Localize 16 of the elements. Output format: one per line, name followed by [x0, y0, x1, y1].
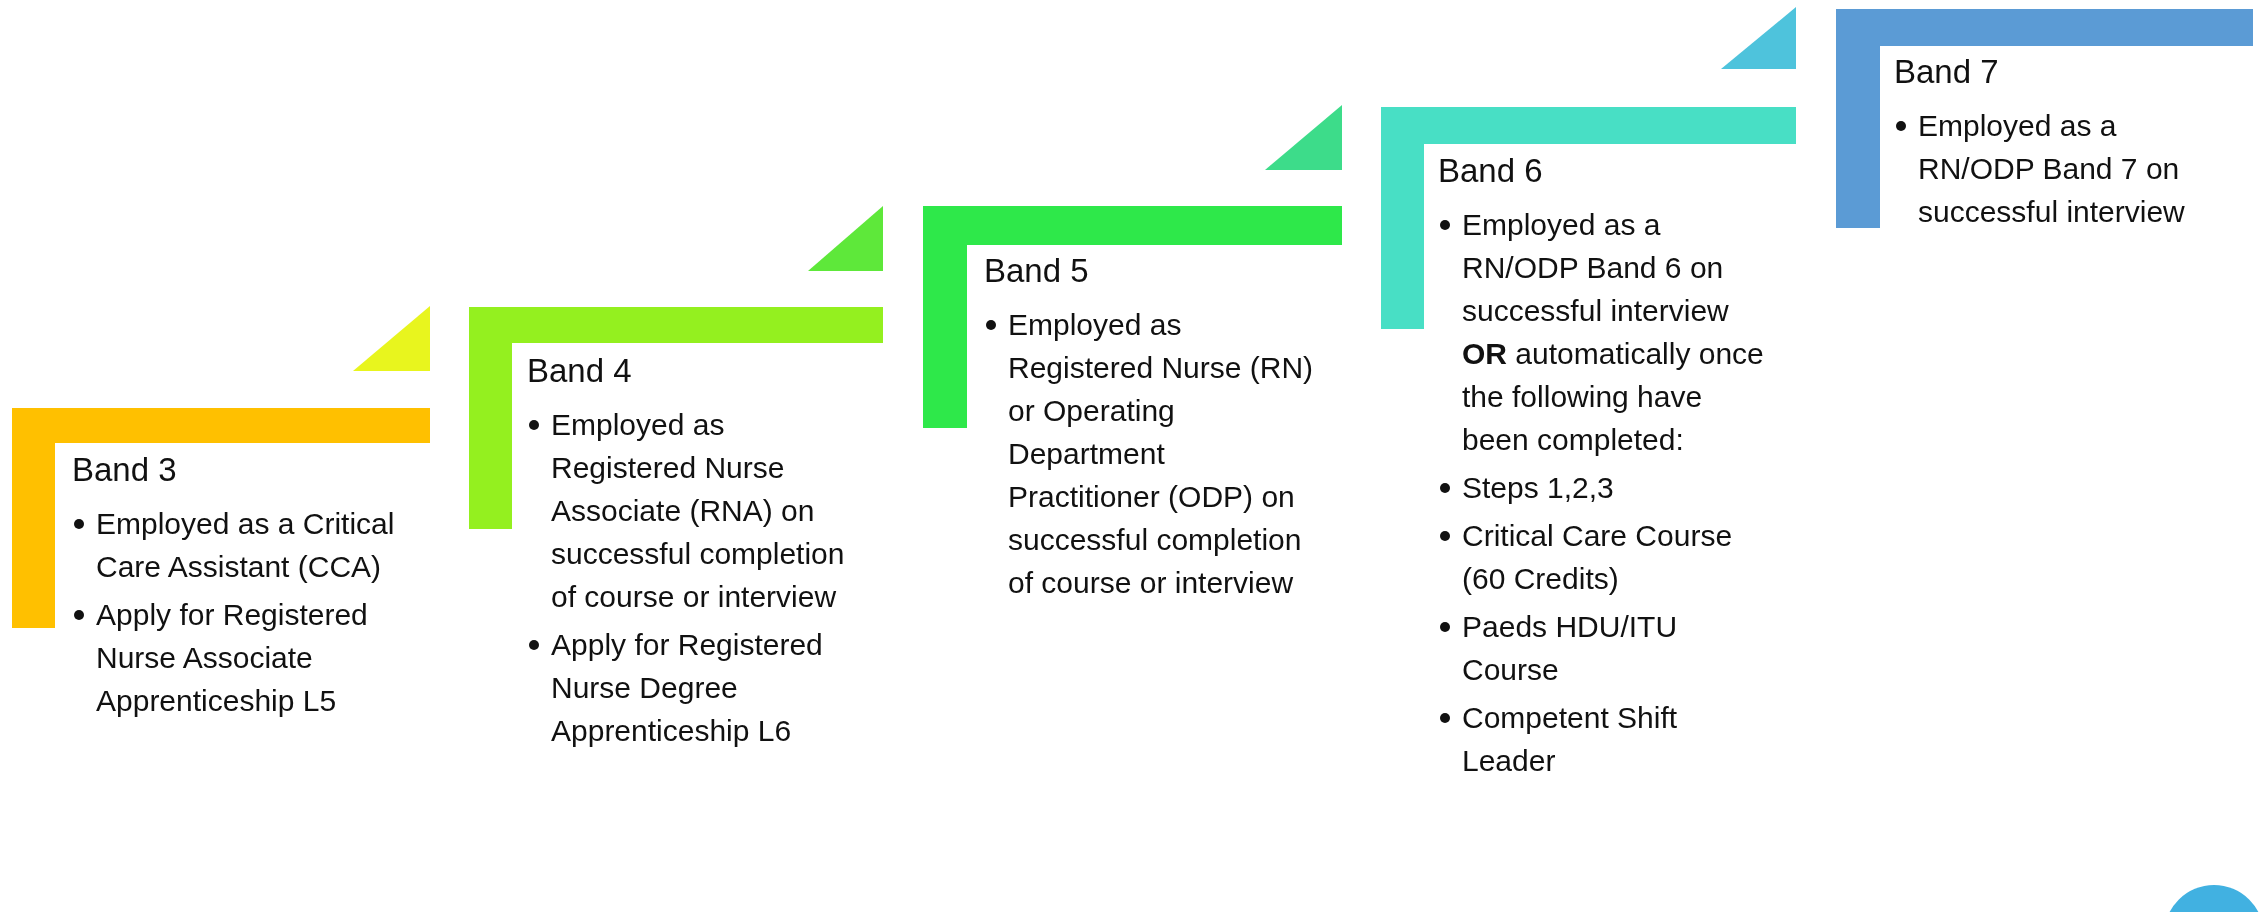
- step-heading: Band 6: [1438, 151, 1544, 191]
- step-heading: Band 4: [527, 351, 633, 391]
- step-heading: Band 5: [984, 251, 1090, 291]
- step-heading: Band 3: [72, 450, 178, 490]
- step-heading: Band 7: [1894, 52, 2000, 92]
- bullet-text: Employed as a RN/ODP Band 7 on successful interview: [1918, 108, 2186, 230]
- bullet-text: Employed as a Critical Care Assistant (CCA): [96, 506, 396, 585]
- bullet-text: Employed as Registered Nurse (RN) or Operating Department Practitioner (ODP) on successful completion of course or interview: [1008, 307, 1315, 601]
- bullet-text: Employed as Registered Nurse Associate (RNA) on successful completion of course or interview: [551, 407, 846, 615]
- bullet-text: Paeds HDU/ITU Course: [1462, 609, 1679, 688]
- bullet-text: Apply for Registered Nurse Associate Apprenticeship L5: [96, 597, 369, 719]
- bullet-text: Steps 1,2,3: [1462, 470, 1615, 506]
- bullet-text: Employed as a RN/ODP Band 6 on successful interview OR automatically once the following have been completed:: [1462, 207, 1765, 458]
- bullet-text: Critical Care Course (60 Credits): [1462, 518, 1734, 597]
- bullet-text: Apply for Registered Nurse Degree Apprenticeship L6: [551, 627, 824, 749]
- bullet-text: Competent Shift Leader: [1462, 700, 1679, 779]
